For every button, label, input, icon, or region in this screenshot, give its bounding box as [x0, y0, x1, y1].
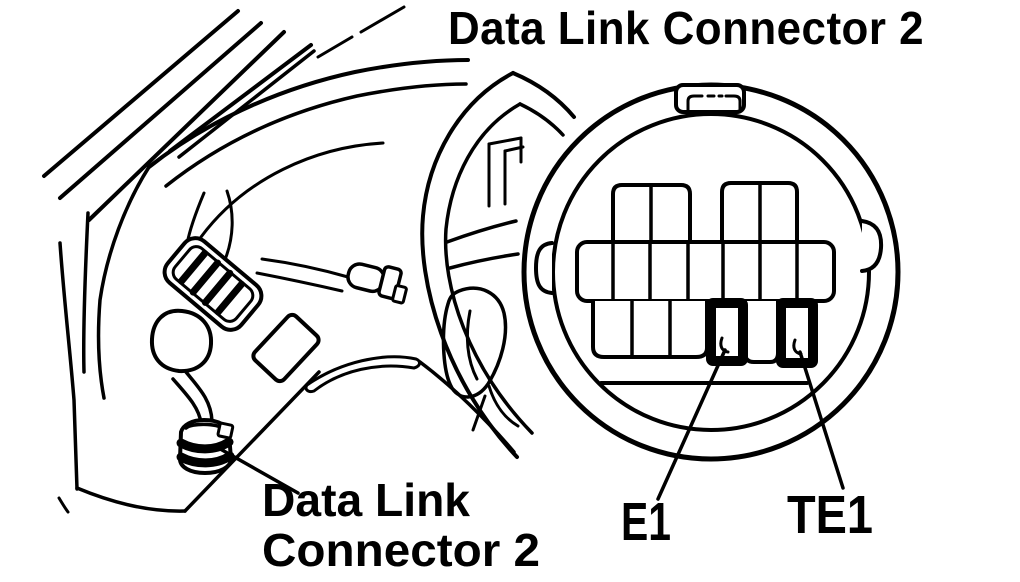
a-pillar-lines — [42, 9, 316, 222]
air-vent — [162, 236, 264, 332]
dash-panel — [251, 312, 321, 384]
control-stalk — [346, 262, 408, 305]
steering-wheel-lower-spoke — [441, 286, 508, 399]
pin-te1-highlight — [776, 298, 818, 368]
callout-dlc2-line2: Connector 2 — [262, 524, 540, 576]
latch-tab — [674, 83, 746, 114]
callout-dlc2-line1: Data Link — [262, 474, 470, 526]
pin-grid — [575, 181, 836, 368]
air-vent-slats — [178, 249, 245, 316]
pin-row-bottom-left — [591, 299, 709, 359]
dashboard-illustration — [42, 5, 576, 514]
label-te1: TE1 — [787, 485, 873, 545]
windshield-header-line — [316, 5, 406, 59]
left-notch — [534, 241, 554, 295]
leader-line-e1 — [656, 348, 727, 501]
pin-row-middle-dividers — [611, 240, 799, 303]
pin-e1-highlight — [706, 298, 748, 366]
instrument-hood — [96, 58, 470, 400]
connector-face-view — [521, 82, 901, 501]
connector-wire — [171, 370, 214, 425]
dlc2-plug-tab — [216, 421, 235, 440]
label-e1: E1 — [621, 492, 671, 552]
dlc2-plug — [176, 418, 235, 475]
dash-face-lines — [255, 257, 350, 293]
callout-dlc2: Data Link Connector 2 — [262, 474, 540, 576]
round-knob — [149, 308, 214, 374]
right-notch — [860, 219, 884, 273]
a-pillar-edge — [57, 211, 90, 514]
steering-column-bracket — [487, 136, 525, 208]
knee-bolster-crease — [304, 355, 421, 393]
diagram-title: Data Link Connector 2 — [448, 2, 924, 54]
leader-line-dlc2 — [213, 444, 300, 495]
pin-cell-between — [743, 299, 780, 364]
leader-line-te1 — [798, 350, 845, 490]
steering-wheel — [420, 71, 576, 459]
